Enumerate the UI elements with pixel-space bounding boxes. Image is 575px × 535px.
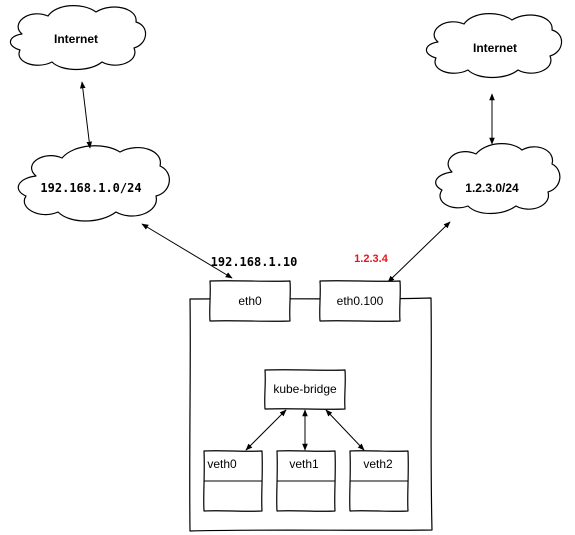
veth-box: veth1: [276, 450, 336, 512]
cloud-label-internet-left: Internet: [54, 32, 98, 46]
eth0-ip-label: 192.168.1.10: [211, 255, 298, 269]
veth-label: veth1: [289, 457, 319, 471]
cloud-subnet-right: 1.2.3.0/24: [435, 143, 561, 215]
link-bridge-veth2: [325, 409, 365, 451]
link-subnet-left-eth0: [141, 223, 233, 279]
cloud-subnet-left: 192.168.1.0/24: [17, 145, 170, 222]
cloud-internet-left: Internet: [9, 5, 147, 71]
interface-eth0: eth0: [209, 280, 291, 322]
kube-bridge-box: kube-bridge: [264, 369, 346, 410]
kube-bridge-label: kube-bridge: [273, 382, 337, 396]
cloud-internet-right: Internet: [425, 13, 563, 79]
veth-label: veth0: [207, 457, 237, 471]
cloud-label-subnet-left: 192.168.1.0/24: [40, 181, 141, 195]
veth-label: veth2: [363, 457, 393, 471]
interface-label-eth0: eth0: [238, 294, 262, 308]
cloud-label-internet-right: Internet: [473, 41, 517, 55]
veth-box: veth2: [349, 450, 409, 512]
cloud-label-subnet-right: 1.2.3.0/24: [465, 181, 519, 195]
interface-label-eth0-100: eth0.100: [337, 294, 384, 308]
interface-eth0-100: eth0.100: [319, 280, 401, 322]
veth-box: veth0: [203, 450, 263, 512]
eth0-100-ip-label: 1.2.3.4: [354, 253, 389, 265]
link-bridge-veth0: [245, 409, 287, 451]
link-internet-left-subnet-left: [79, 81, 93, 149]
link-subnet-right-eth0-100: [387, 221, 451, 283]
